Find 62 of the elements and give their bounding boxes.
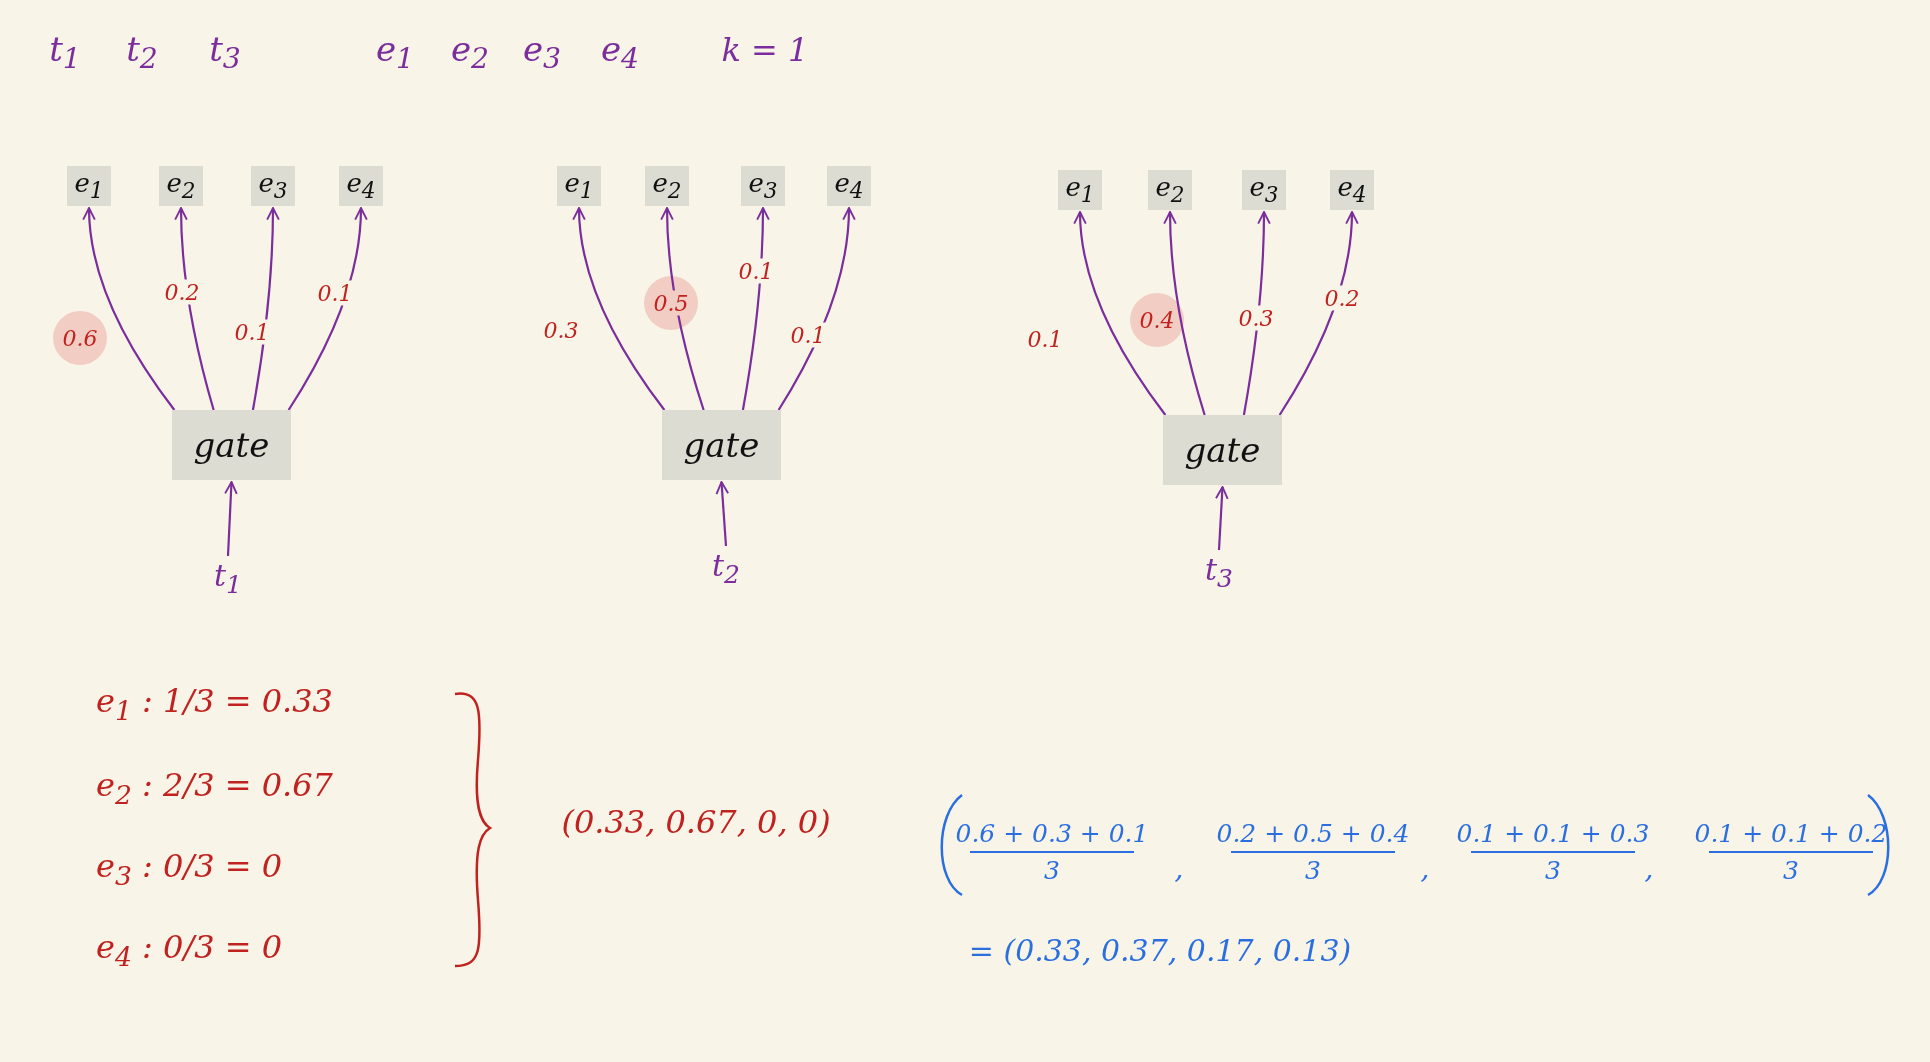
expert-label: e$_{3}$: [522, 28, 562, 76]
arrow: [287, 207, 368, 411]
edge-label: 0.1: [315, 280, 355, 306]
edge-label: 0.3: [1236, 305, 1276, 331]
expert-box: e$_{4}$: [827, 166, 871, 206]
token-label: t$_{1}$: [49, 28, 81, 76]
arrow: [224, 481, 238, 557]
expert-count: e$_{2}$ : 2/3 = 0.67: [96, 766, 333, 810]
expert-box: e$_{3}$: [741, 166, 785, 206]
top-k-note: k = 1: [721, 31, 809, 69]
gate-box: gate: [172, 410, 291, 480]
expert-count: e$_{3}$ : 0/3 = 0: [96, 847, 283, 891]
expert-box: e$_{2}$: [1148, 170, 1192, 210]
fraction-numerator: 0.2 + 0.5 + 0.4: [1216, 818, 1410, 848]
arrow: [251, 207, 280, 411]
expert-box: e$_{2}$: [645, 166, 689, 206]
arrow: [82, 207, 176, 411]
expert-box: e$_{2}$: [159, 166, 203, 206]
expert-count: e$_{1}$ : 1/3 = 0.33: [96, 682, 333, 726]
arrow: [1242, 211, 1271, 416]
expert-box: e$_{4}$: [1330, 170, 1374, 210]
fraction-denominator: 3: [1305, 855, 1321, 885]
expert-box: e$_{1}$: [1058, 170, 1102, 210]
arrow: [777, 207, 856, 411]
token-label: t$_{3}$: [1205, 551, 1233, 593]
expert-box: e$_{3}$: [251, 166, 295, 206]
gate-box: gate: [662, 410, 781, 480]
edge-label: 0.1: [788, 322, 828, 348]
expert-box: e$_{1}$: [67, 166, 111, 206]
token-label: t$_{3}$: [209, 28, 241, 76]
arrow: [1278, 211, 1359, 416]
expert-label: e$_{2}$: [450, 28, 490, 76]
fraction-denominator: 3: [1783, 855, 1799, 885]
fraction-numerator: 0.6 + 0.3 + 0.1: [955, 818, 1149, 848]
count-vector: (0.33, 0.67, 0, 0): [561, 803, 831, 841]
comma: ,: [1420, 851, 1430, 885]
token-label: t$_{2}$: [126, 28, 158, 76]
expert-box: e$_{1}$: [557, 166, 601, 206]
expert-box: e$_{3}$: [1242, 170, 1286, 210]
comma: ,: [1174, 851, 1184, 885]
arrow: [715, 481, 730, 547]
arrow: [741, 207, 770, 411]
expert-label: e$_{1}$: [375, 28, 415, 76]
token-label: t$_{1}$: [214, 557, 242, 599]
fraction-denominator: 3: [1044, 855, 1060, 885]
arrow: [1073, 211, 1167, 416]
comma: ,: [1644, 851, 1654, 885]
arrow: [660, 207, 705, 411]
fraction-denominator: 3: [1545, 855, 1561, 885]
expert-box: e$_{4}$: [339, 166, 383, 206]
fraction-numerator: 0.1 + 0.1 + 0.2: [1694, 818, 1888, 848]
expert-label: e$_{4}$: [600, 28, 640, 76]
average-vector: = (0.33, 0.37, 0.17, 0.13): [968, 932, 1352, 968]
arrow: [572, 207, 666, 411]
edge-label: 0.5: [651, 290, 691, 316]
token-label: t$_{2}$: [712, 547, 740, 589]
gate-box: gate: [1163, 415, 1282, 485]
fraction-numerator: 0.1 + 0.1 + 0.3: [1456, 818, 1650, 848]
arrow: [1163, 211, 1206, 416]
expert-count: e$_{4}$ : 0/3 = 0: [96, 928, 283, 972]
arrow: [1215, 486, 1229, 551]
arrow: [174, 207, 215, 411]
